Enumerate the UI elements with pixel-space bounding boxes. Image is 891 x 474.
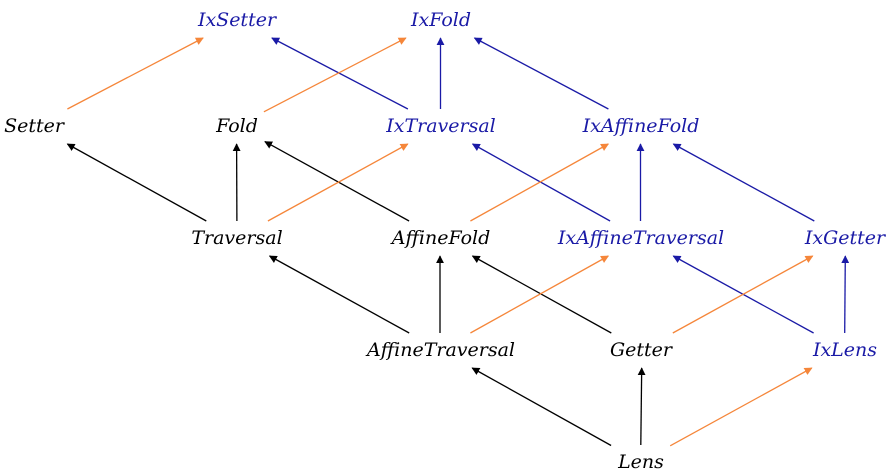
edge-getter-to-ixgetter [672, 255, 814, 334]
node-traversal: Traversal [191, 227, 282, 249]
node-affinefold: AffineFold [390, 227, 491, 249]
edge-traversal-to-setter [66, 143, 207, 222]
node-setter: Setter [4, 115, 66, 137]
node-getter: Getter [610, 339, 674, 361]
edge-ixaffinefold-to-ixfold [473, 37, 609, 110]
edge-fold-to-ixfold [263, 37, 407, 113]
nodes-layer: IxSetter IxFold Setter Fold IxTraversal … [4, 9, 887, 473]
node-ixfold: IxFold [410, 9, 471, 31]
edge-ixgetter-to-ixaffinefold [672, 143, 815, 222]
edge-affinetraversal-to-traversal [268, 255, 410, 334]
edge-affinefold-to-ixaffinefold [470, 143, 609, 222]
node-ixaffinefold: IxAffineFold [582, 115, 700, 137]
node-affinetraversal: AffineTraversal [365, 339, 515, 361]
edge-ixaffinetraversal-to-ixtraversal [471, 143, 611, 222]
edge-lens-to-ixlens [669, 367, 813, 447]
node-fold: Fold [215, 115, 258, 137]
edge-lens-to-getter [637, 367, 646, 446]
edge-setter-to-ixsetter [67, 37, 204, 110]
edge-getter-to-affinefold [471, 255, 612, 334]
edges-layer [66, 37, 850, 447]
edge-affinetraversal-to-ixaffinetraversal [470, 255, 609, 334]
edge-traversal-to-ixtraversal [267, 143, 409, 222]
edge-ixtraversal-to-ixsetter [271, 37, 409, 110]
edge-lens-to-affinetraversal [471, 367, 612, 447]
node-ixlens: IxLens [812, 339, 877, 361]
node-ixsetter: IxSetter [197, 9, 278, 31]
edge-affinefold-to-fold [264, 141, 410, 222]
node-lens: Lens [617, 451, 664, 473]
node-ixaffinetraversal: IxAffineTraversal [557, 227, 724, 249]
node-ixtraversal: IxTraversal [385, 115, 496, 137]
edge-ixlens-to-ixgetter [841, 255, 850, 334]
node-ixgetter: IxGetter [804, 227, 887, 249]
